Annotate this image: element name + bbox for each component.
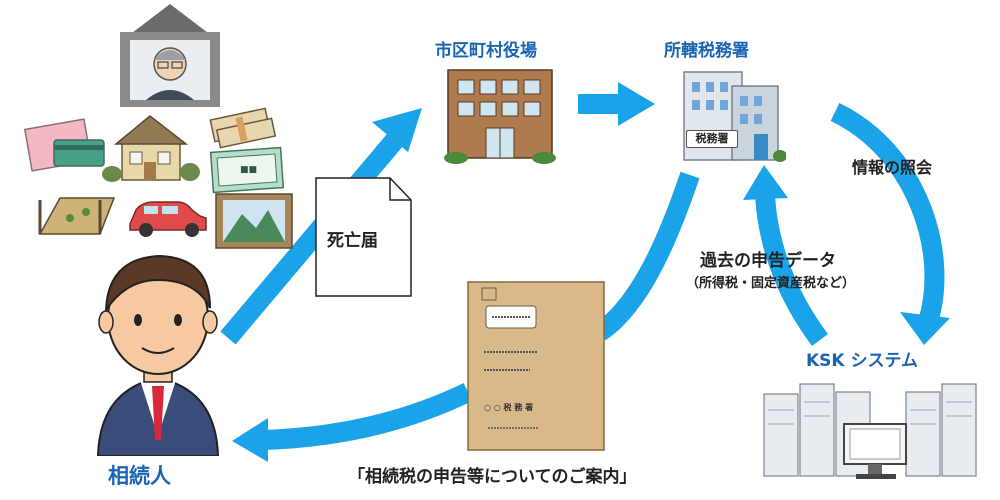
cash-bundle-icon <box>209 107 277 149</box>
arrow-ksk-to-taxoffice <box>755 194 829 346</box>
municipality-label: 市区町村役場 <box>435 41 537 61</box>
guidance-label: 「相続税の申告等についてのご案内」 <box>348 467 637 487</box>
arrow-heir-to-municipality <box>220 133 403 345</box>
stock-certificate-icon <box>23 118 105 172</box>
tax-office-building-icon <box>683 71 786 162</box>
info-inquiry-label: 情報の照会 <box>852 158 933 177</box>
heir-label: 相続人 <box>108 464 171 488</box>
arrow-taxoffice-to-envelope <box>594 171 700 341</box>
arrow-envelope-to-heir <box>261 383 473 450</box>
svg-text:■■: ■■ <box>240 165 257 175</box>
death-notice-label: 死亡届 <box>327 231 378 251</box>
ksk-server-rack-icon <box>763 383 977 479</box>
arrow-taxoffice-to-ksk <box>830 102 945 325</box>
memorial-portrait-icon <box>120 4 220 107</box>
ksk-system-label: KSK システム <box>806 351 918 371</box>
past-returns-label: 過去の申告データ <box>700 251 836 271</box>
guidance-envelope-icon <box>467 281 605 451</box>
tax-office-label: 所轄税務署 <box>664 41 749 61</box>
arrowhead-municipality <box>372 108 422 152</box>
envelope-sender-text: ○ ○ 税 務 署 <box>484 403 534 412</box>
arrowhead-taxoffice <box>618 82 655 126</box>
estate-assets-illustration: ■■ <box>23 4 293 249</box>
heir-person-icon <box>96 254 220 456</box>
death-notice-document-icon <box>315 177 412 297</box>
bond-certificate-icon: ■■ <box>209 146 285 194</box>
car-icon <box>129 201 207 237</box>
land-plot-icon <box>38 197 116 235</box>
arrowhead-heir <box>232 418 268 462</box>
tax-office-sign: 税務署 <box>686 130 738 148</box>
arrowhead-taxoffice-up <box>743 165 788 200</box>
arrowhead-ksk <box>900 312 950 345</box>
municipal-office-building-icon <box>444 69 556 164</box>
painting-icon <box>215 193 293 249</box>
house-icon <box>102 115 200 182</box>
past-returns-sub-label: （所得税・固定資産税など） <box>686 276 856 291</box>
